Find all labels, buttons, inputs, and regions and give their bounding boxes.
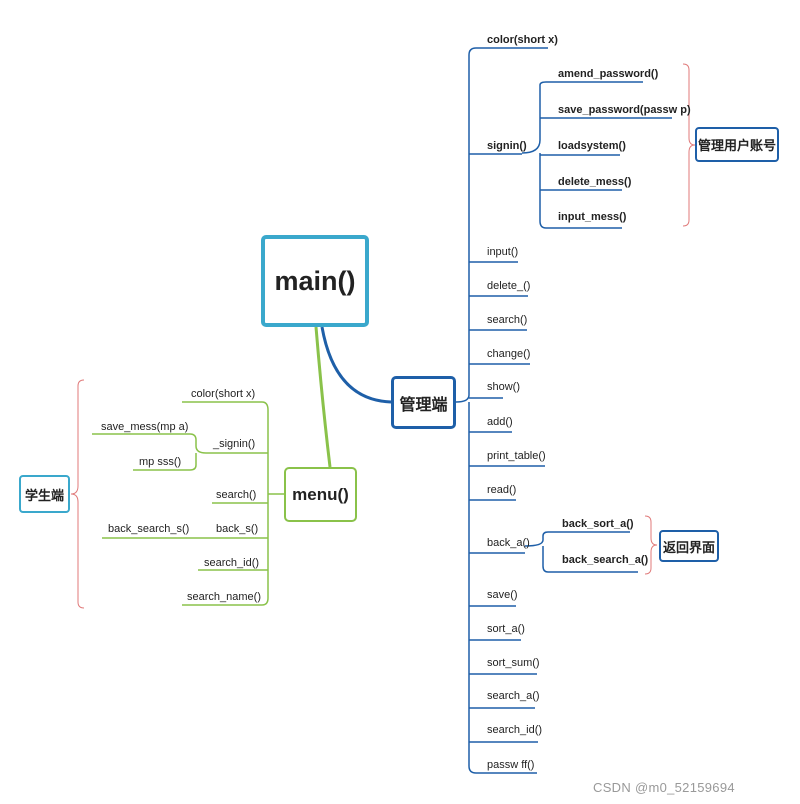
signin-child-delete-mess[interactable]: delete_mess() bbox=[558, 176, 632, 188]
return-group-node[interactable]: 返回界面 bbox=[659, 530, 719, 562]
manager-trunk bbox=[455, 47, 548, 403]
manager-item-delete[interactable]: delete_() bbox=[487, 280, 531, 292]
menu-item-search-name[interactable]: search_name() bbox=[187, 591, 261, 603]
student-group-node[interactable]: 学生端 bbox=[19, 475, 70, 513]
return-group-label: 返回界面 bbox=[662, 539, 715, 555]
manager-item-sort-a[interactable]: sort_a() bbox=[487, 623, 525, 635]
back-group-brace bbox=[644, 515, 658, 575]
signin-child-loadsystem[interactable]: loadsystem() bbox=[558, 140, 626, 152]
account-group-label: 管理用户账号 bbox=[697, 138, 776, 153]
manager-node-label: 管理端 bbox=[399, 396, 448, 414]
manager-item-print-table[interactable]: print_table() bbox=[487, 450, 546, 462]
menu-signin-sub bbox=[92, 433, 207, 471]
menu-back-child-search-s[interactable]: back_search_s() bbox=[108, 523, 190, 535]
manager-item-read[interactable]: read() bbox=[487, 484, 517, 496]
back-child-sort-a[interactable]: back_sort_a() bbox=[562, 518, 634, 530]
menu-node[interactable]: menu() bbox=[284, 467, 357, 522]
menu-signin-child-save-mess[interactable]: save_mess(mp a) bbox=[101, 421, 189, 433]
manager-node[interactable]: 管理端 bbox=[391, 376, 456, 429]
signin-child-save-password[interactable]: save_password(passw p) bbox=[558, 104, 691, 116]
back-child-search-a[interactable]: back_search_a() bbox=[562, 554, 649, 566]
menu-trunk bbox=[182, 401, 284, 606]
main-node[interactable]: main() bbox=[261, 235, 369, 327]
menu-item-back-s[interactable]: back_s() bbox=[216, 523, 259, 535]
manager-trunk-lower bbox=[468, 402, 537, 774]
student-group-brace bbox=[70, 379, 85, 609]
menu-node-label: menu() bbox=[292, 484, 349, 504]
watermark: CSDN @m0_52159694 bbox=[593, 780, 735, 795]
menu-item-color[interactable]: color(short x) bbox=[191, 388, 256, 400]
manager-item-sort-sum[interactable]: sort_sum() bbox=[487, 657, 540, 669]
student-group-label: 学生端 bbox=[24, 487, 64, 503]
signin-child-amend-password[interactable]: amend_password() bbox=[558, 68, 659, 80]
manager-item-change[interactable]: change() bbox=[487, 348, 531, 360]
menu-item-search-id[interactable]: search_id() bbox=[204, 557, 260, 569]
back-sub-trunk bbox=[524, 531, 638, 573]
manager-item-signin[interactable]: signin() bbox=[487, 140, 527, 152]
signin-child-input-mess[interactable]: input_mess() bbox=[558, 211, 627, 223]
menu-item-search[interactable]: search() bbox=[216, 489, 257, 501]
manager-item-save[interactable]: save() bbox=[487, 589, 518, 601]
manager-branches bbox=[469, 153, 545, 743]
manager-item-color[interactable]: color(short x) bbox=[487, 34, 558, 46]
manager-item-add[interactable]: add() bbox=[487, 416, 513, 428]
connector-main-menu bbox=[314, 326, 332, 468]
signin-group-brace bbox=[682, 63, 696, 227]
manager-item-search-id[interactable]: search_id() bbox=[487, 724, 543, 736]
main-node-label: main() bbox=[274, 265, 356, 296]
connector-main-manager bbox=[320, 326, 392, 404]
manager-item-input[interactable]: input() bbox=[487, 246, 519, 258]
manager-item-passw-ff[interactable]: passw ff() bbox=[487, 759, 535, 771]
signin-sub-trunk bbox=[521, 81, 643, 229]
manager-item-show[interactable]: show() bbox=[487, 381, 521, 393]
manager-item-back-a[interactable]: back_a() bbox=[487, 537, 530, 549]
menu-signin-child-mp-sss[interactable]: mp sss() bbox=[139, 456, 182, 468]
account-group-node[interactable]: 管理用户账号 bbox=[695, 127, 779, 162]
manager-item-search[interactable]: search() bbox=[487, 314, 528, 326]
manager-item-search-a[interactable]: search_a() bbox=[487, 690, 540, 702]
menu-item-signin[interactable]: _signin() bbox=[213, 438, 256, 450]
